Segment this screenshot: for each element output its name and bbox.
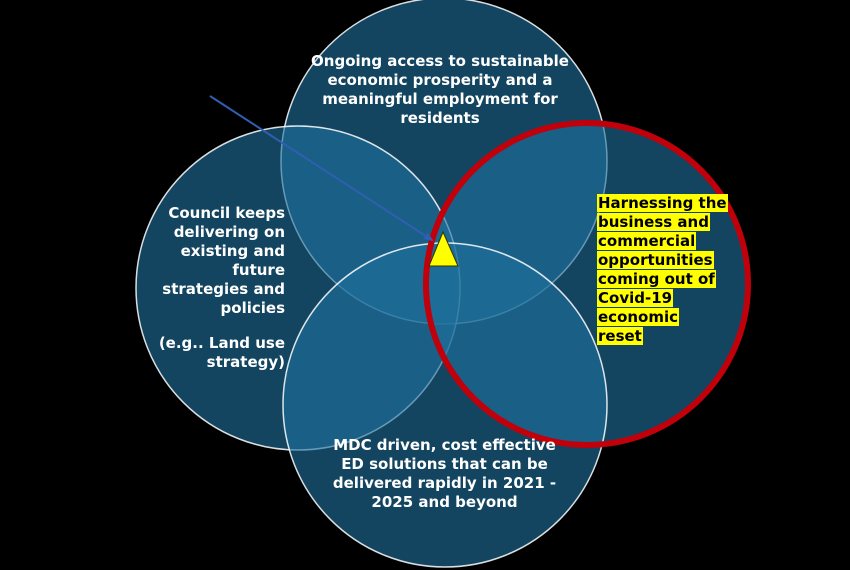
right-circle-label: Harnessing the business and commercial o… <box>597 194 728 346</box>
right-circle-highlighted-text: Harnessing the business and commercial o… <box>597 194 728 345</box>
left-circle-label: Council keeps delivering on existing and… <box>162 204 285 317</box>
bottom-circle-label: MDC driven, cost effective ED solutions … <box>332 436 557 511</box>
bottom-circle <box>282 242 608 568</box>
highlight-ring <box>423 120 751 448</box>
pointer-arrow <box>209 95 434 242</box>
center-triangle-icon <box>428 230 459 267</box>
left-circle-example: (e.g.. Land use strategy) <box>158 334 285 371</box>
top-circle-label: Ongoing access to sustainable economic p… <box>311 52 569 127</box>
